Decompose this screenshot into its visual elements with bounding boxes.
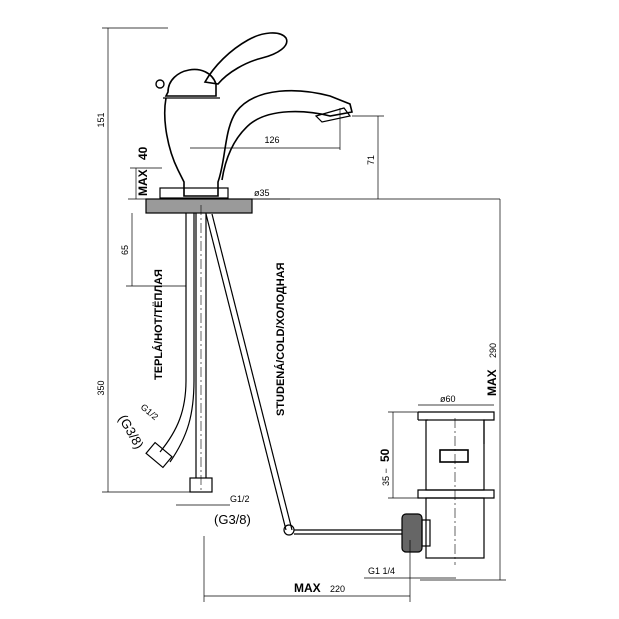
dim-spout-reach: 126 <box>264 135 279 145</box>
dim-drain-max-label: MAX <box>485 369 499 396</box>
dim-spout-height: 71 <box>366 155 376 165</box>
dim-deck-thickness: 40 <box>136 146 150 160</box>
cap-dome <box>164 68 217 97</box>
body-outline <box>163 89 353 197</box>
hot-label: TEPLÁ/HOT/ТЁПЛАЯ <box>152 269 165 380</box>
dim-max-label: MAX <box>136 169 150 196</box>
dim-total-height: 151 <box>96 112 106 127</box>
drain-assembly <box>401 411 495 565</box>
dimension-lines <box>102 27 506 602</box>
hot-connector <box>145 441 173 469</box>
spout-tip <box>314 107 352 123</box>
dim-rod-max-label: MAX <box>294 581 321 595</box>
cold-thread: G1/2 <box>230 494 250 504</box>
dim-drain-height: 290 <box>488 343 498 358</box>
faucet-base <box>159 187 229 199</box>
cold-connector <box>189 477 213 493</box>
dim-drain-min: 35 − <box>381 468 391 486</box>
cold-thread-alt: (G3/8) <box>214 512 251 527</box>
faucet-body <box>155 32 353 199</box>
hot-thread-alt: (G3/8) <box>115 412 146 451</box>
supply-lines <box>145 205 404 536</box>
dim-base-diameter: ø35 <box>254 188 270 198</box>
rod-knob <box>401 513 423 553</box>
hot-thread: G1/2 <box>139 402 160 422</box>
dim-drain-thread: G1 1/4 <box>368 566 395 576</box>
dim-drain-max: 50 <box>378 448 392 462</box>
dim-hose-length: 350 <box>96 380 106 395</box>
dim-drain-diameter: ø60 <box>440 394 456 404</box>
lever-handle <box>203 32 288 85</box>
dim-rod-length: 65 <box>120 245 130 255</box>
cold-label: STUDENÁ/COLD/ХОЛОДНАЯ <box>274 262 287 416</box>
dim-rod-reach: 220 <box>330 584 345 594</box>
cap-knob <box>155 79 165 89</box>
deck-plate <box>145 198 253 214</box>
